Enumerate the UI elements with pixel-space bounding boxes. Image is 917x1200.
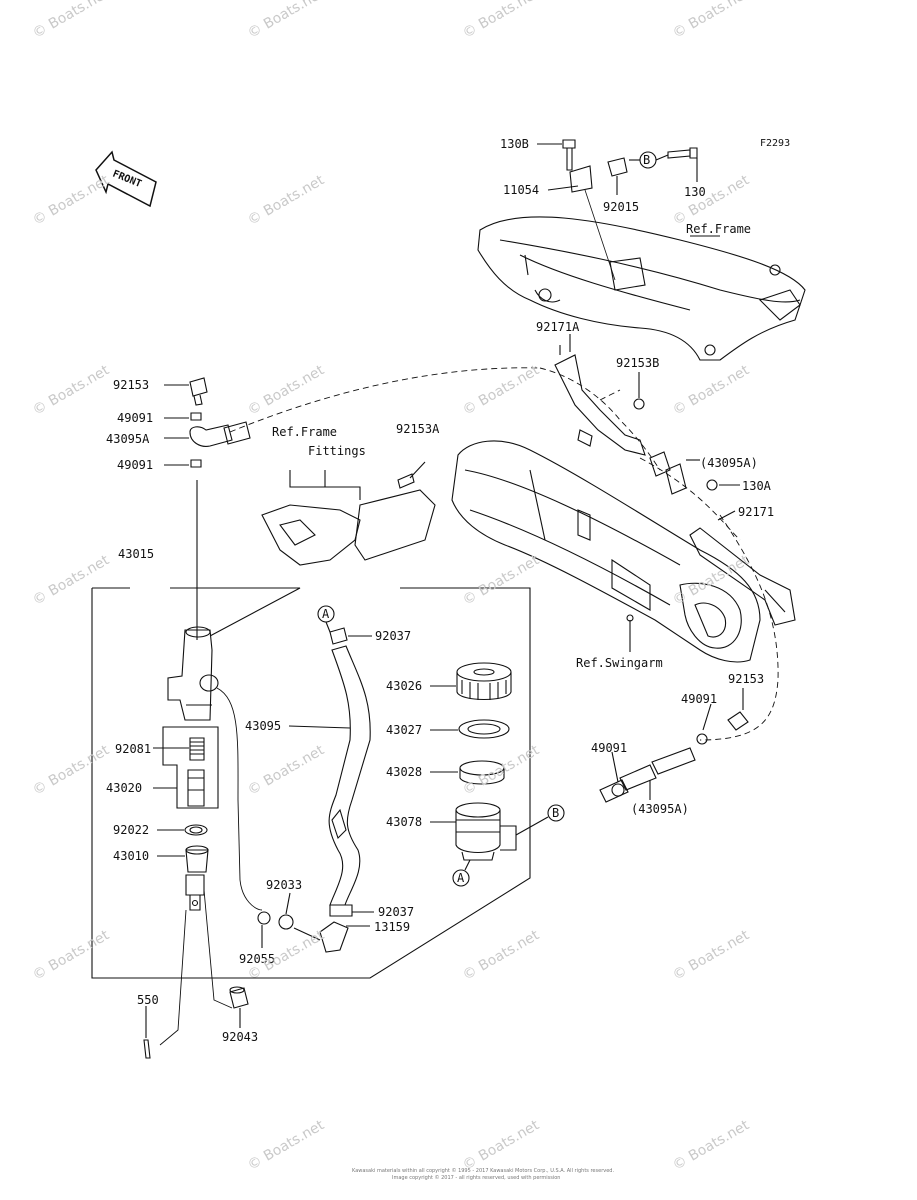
- cotter-pin: [143, 1039, 151, 1059]
- boot-43010: [185, 845, 209, 873]
- label-49091-b: 49091: [117, 458, 154, 472]
- label-43095: 43095: [245, 719, 282, 733]
- label-43027: 43027: [386, 723, 423, 737]
- label-13159: 13159: [374, 920, 411, 934]
- label-43010: 43010: [113, 849, 150, 863]
- label-43020: 43020: [106, 781, 143, 795]
- label-130A: 130A: [742, 479, 771, 493]
- front-arrow-icon: FRONT: [95, 150, 157, 208]
- label-130B: 130B: [500, 137, 529, 151]
- hose-joint-13159: [319, 921, 349, 953]
- frame-illustration: [477, 216, 806, 361]
- footer-copyright-1: Kawasaki materials within all copyright …: [352, 1168, 615, 1174]
- label-92015: 92015: [603, 200, 640, 214]
- callout-b-top: B: [643, 153, 651, 167]
- label-43095A-paren-bottom: (43095A): [631, 802, 689, 816]
- reservoir-43078: [455, 802, 517, 861]
- callout-b-reservoir: B: [552, 806, 560, 820]
- footer-copyright-2: Image copyright © 2017 - all rights rese…: [392, 1175, 561, 1181]
- label-92081: 92081: [115, 742, 152, 756]
- o-ring-92055: [257, 911, 271, 925]
- ring-92033: [278, 914, 294, 930]
- callout-a-reservoir: A: [457, 871, 465, 885]
- upper-hose-fitting: [189, 377, 251, 468]
- label-92055: 92055: [239, 952, 276, 966]
- label-92171A: 92171A: [536, 320, 580, 334]
- label-43078: 43078: [386, 815, 423, 829]
- label-ref-swingarm: Ref.Swingarm: [576, 656, 663, 670]
- dashed-hose-routing: [229, 367, 779, 741]
- label-92022: 92022: [113, 823, 150, 837]
- label-49091-a: 49091: [117, 411, 154, 425]
- label-92171: 92171: [738, 505, 775, 519]
- label-11054: 11054: [503, 183, 540, 197]
- reservoir-cap-43026: [456, 662, 512, 700]
- label-43095A-paren-top: (43095A): [700, 456, 758, 470]
- figure-code: F2293: [760, 138, 791, 149]
- label-49091-right-1: 49091: [681, 692, 718, 706]
- label-ref-frame-fittings-line1: Ref.Frame: [272, 425, 338, 439]
- label-43015: 43015: [118, 547, 155, 561]
- piston: [187, 769, 205, 807]
- label-92033: 92033: [266, 878, 303, 892]
- label-92153B: 92153B: [616, 356, 660, 370]
- clamp-92037-bottom: [329, 904, 353, 917]
- ring-92022: [184, 824, 208, 836]
- label-ref-frame-fittings-line2: Fittings: [308, 444, 366, 458]
- label-ref-frame: Ref.Frame: [686, 222, 752, 236]
- swingarm-illustration: [451, 440, 761, 663]
- master-cylinder: [167, 626, 219, 721]
- spring: [189, 737, 205, 761]
- label-43028: 43028: [386, 765, 423, 779]
- diaphragm-plate-43027: [458, 719, 510, 739]
- diaphragm-43028: [459, 760, 505, 785]
- frame-fitting: [261, 461, 436, 566]
- label-49091-right-2: 49091: [591, 741, 628, 755]
- right-bracket: [689, 527, 796, 626]
- top-bracket-fasteners: [562, 139, 698, 281]
- label-92037-bottom: 92037: [378, 905, 415, 919]
- label-43095A: 43095A: [106, 432, 150, 446]
- label-550: 550: [137, 993, 159, 1007]
- assembly-boundary: [91, 587, 531, 979]
- label-92043: 92043: [222, 1030, 259, 1044]
- callout-a-hose: A: [322, 607, 330, 621]
- label-130: 130: [684, 185, 706, 199]
- mid-hose-fitting: [633, 398, 718, 495]
- lower-hose-fitting: [599, 711, 749, 803]
- pin-92043: [229, 986, 249, 1009]
- label-92153-right: 92153: [728, 672, 765, 686]
- label-92153A: 92153A: [396, 422, 440, 436]
- reservoir-hose: [328, 645, 371, 906]
- label-92037-top: 92037: [375, 629, 412, 643]
- upper-bracket: [554, 345, 646, 456]
- label-43026: 43026: [386, 679, 423, 693]
- push-rod-clevis: [185, 874, 205, 911]
- label-92153-top: 92153: [113, 378, 150, 392]
